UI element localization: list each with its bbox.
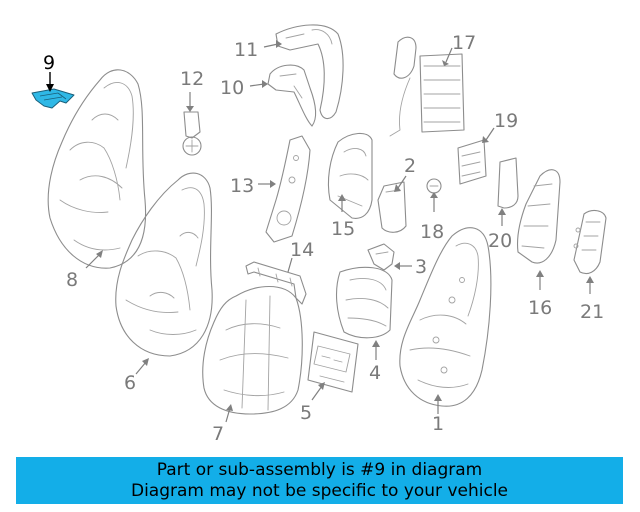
part-19-bracket[interactable] (457, 139, 487, 185)
part-21-control-switch[interactable] (573, 209, 607, 275)
part-9-bracket[interactable] (31, 72, 75, 109)
callout-1[interactable]: 1 (432, 413, 444, 435)
part-1-seat-frame[interactable] (399, 227, 492, 407)
callout-11[interactable]: 11 (234, 39, 258, 61)
part-2-trim-piece[interactable] (377, 181, 407, 233)
callout-4[interactable]: 4 (369, 362, 381, 384)
part-13-side-frame[interactable] (265, 135, 311, 243)
part-16-side-panel[interactable] (516, 169, 561, 264)
callout-9[interactable]: 9 (43, 52, 55, 74)
callout-19[interactable]: 19 (494, 110, 518, 132)
callout-12[interactable]: 12 (180, 68, 204, 90)
part-15-side-panel[interactable] (327, 132, 373, 219)
part-4-side-shell[interactable] (335, 266, 393, 339)
callout-16[interactable]: 16 (528, 297, 552, 319)
callout-21[interactable]: 21 (580, 301, 604, 323)
part-14-wire-frame[interactable] (245, 261, 307, 305)
callout-10[interactable]: 10 (220, 77, 244, 99)
callout-8[interactable]: 8 (66, 269, 78, 291)
callout-2[interactable]: 2 (404, 155, 416, 177)
part-3-bracket[interactable] (367, 243, 395, 271)
callout-6[interactable]: 6 (124, 372, 136, 394)
banner-line-1: Part or sub-assembly is #9 in diagram (156, 460, 483, 480)
callout-5[interactable]: 5 (300, 402, 312, 424)
part-8-backrest-cover[interactable] (47, 69, 147, 269)
banner-line-2: Diagram may not be specific to your vehi… (130, 481, 508, 501)
part-7-seat-cushion[interactable] (202, 286, 303, 415)
part-5-seat-base[interactable] (307, 331, 359, 393)
callout-3[interactable]: 3 (415, 256, 427, 278)
callout-20[interactable]: 20 (488, 230, 512, 252)
part-12-headrest-guide[interactable] (182, 111, 202, 156)
part-18-knob[interactable] (426, 178, 442, 194)
callout-15[interactable]: 15 (331, 218, 355, 240)
callout-17[interactable]: 17 (452, 32, 476, 54)
callout-14[interactable]: 14 (290, 239, 314, 261)
info-banner: Part or sub-assembly is #9 in diagram Di… (16, 457, 623, 504)
callout-13[interactable]: 13 (230, 175, 254, 197)
callout-7[interactable]: 7 (212, 423, 224, 445)
callout-18[interactable]: 18 (420, 221, 444, 243)
seat-parts-diagram: 9 8 6 7 14 5 4 (31, 24, 607, 445)
part-20-cover-plate[interactable] (497, 157, 519, 209)
part-6-backrest-pad[interactable] (115, 172, 213, 357)
part-10-side-trim[interactable] (267, 64, 317, 127)
part-17-lumbar-support[interactable] (389, 36, 465, 137)
part-11-backrest-shell[interactable] (275, 24, 344, 120)
